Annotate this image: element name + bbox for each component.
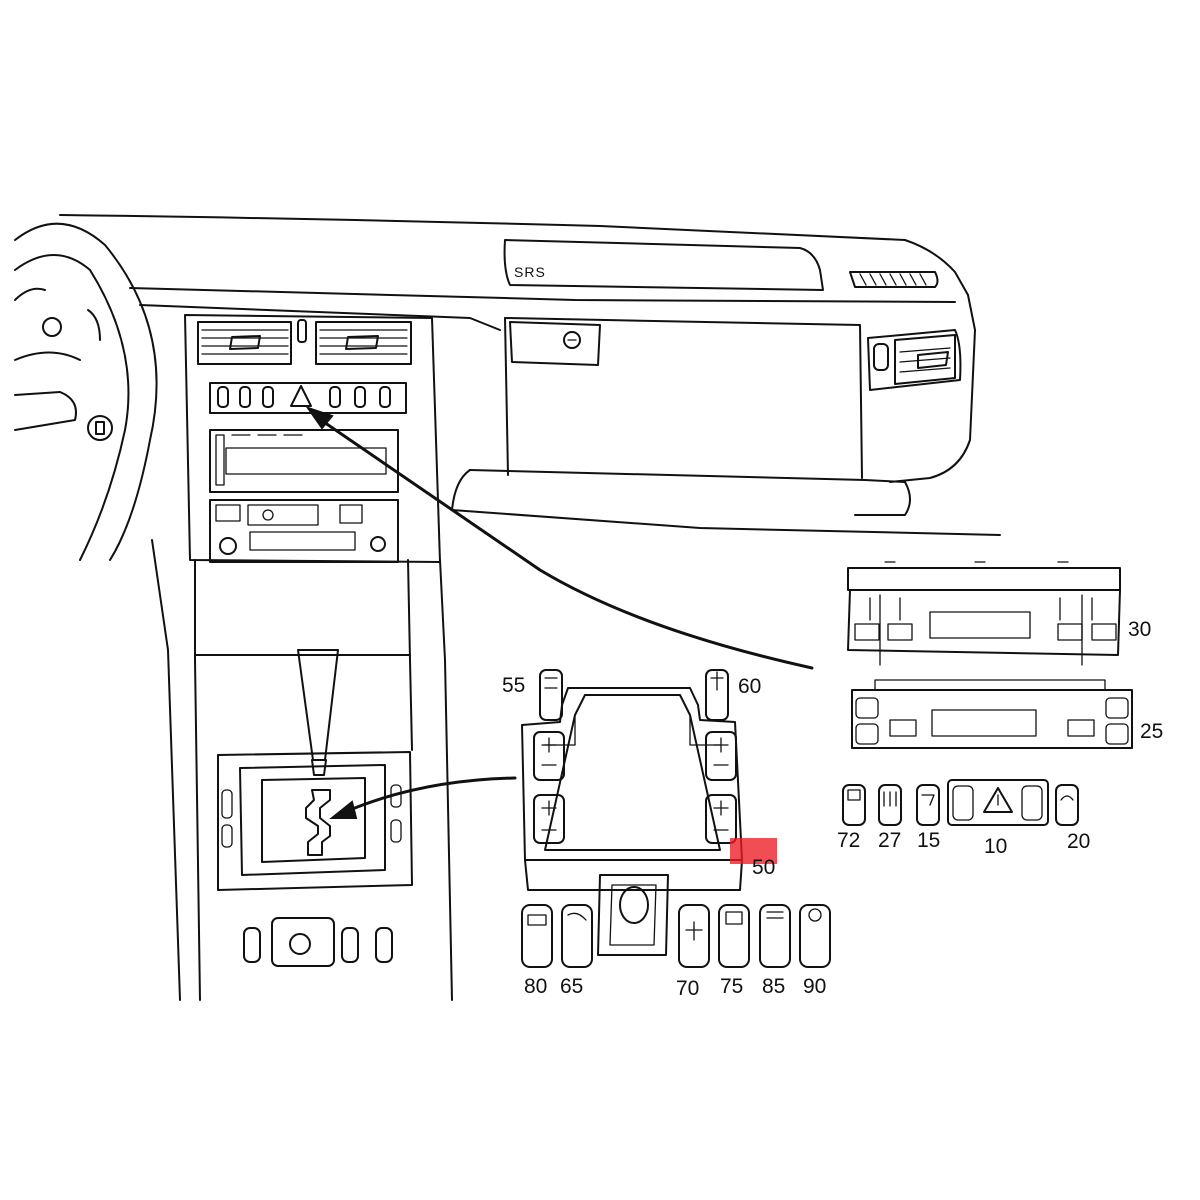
part-50-console-frame: 55 60 50: [502, 669, 777, 956]
bottom-switches: 80 65 70 75 85 90: [521, 904, 831, 1000]
part-label-30: 30: [1128, 618, 1151, 641]
part-label-10: 10: [984, 835, 1007, 858]
part-label-25: 25: [1140, 720, 1163, 743]
part-label-65: 65: [560, 975, 583, 998]
part-50-highlight: [730, 838, 777, 864]
part-label-72: 72: [837, 829, 860, 852]
part-25-switch-panel: 25: [851, 679, 1163, 749]
part-label-75: 75: [720, 975, 743, 998]
part-label-20: 20: [1067, 830, 1090, 853]
hazard-triangle-icon: [290, 385, 312, 407]
glovebox: [504, 317, 863, 479]
lower-console: [151, 539, 453, 1001]
pointer-arrows: [305, 406, 814, 819]
glovebox-lock-icon: [563, 331, 581, 349]
part-label-85: 85: [762, 975, 785, 998]
airbag-cover: SRS: [503, 239, 824, 291]
dashboard: [59, 214, 1001, 536]
part-label-15: 15: [917, 829, 940, 852]
part-label-90: 90: [803, 975, 826, 998]
part-30-climate-unit: 30: [847, 561, 1151, 666]
part-label-80: 80: [524, 975, 547, 998]
hazard-switch-icon: [983, 787, 1013, 813]
defroster-vent: [849, 271, 939, 288]
center-stack: [184, 314, 441, 563]
right-air-vent: [867, 329, 962, 391]
part-label-55: 55: [502, 674, 525, 697]
part-label-70: 70: [676, 977, 699, 1000]
part-label-27: 27: [878, 829, 901, 852]
small-switches: 72 27 15 10 20: [837, 779, 1090, 858]
part-label-60: 60: [738, 675, 761, 698]
part-label-50: 50: [752, 856, 775, 879]
steering-wheel: [14, 222, 158, 561]
srs-label: SRS: [514, 264, 546, 280]
